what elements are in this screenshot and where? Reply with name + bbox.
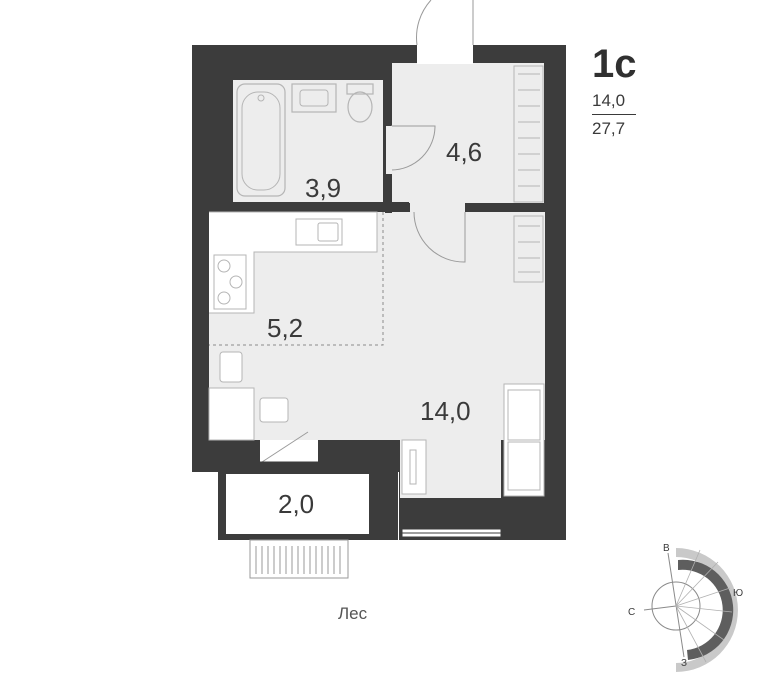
balcony-area-label: 2,0 xyxy=(278,489,314,519)
tv-stand xyxy=(401,439,427,495)
bathroom-floor xyxy=(233,80,383,202)
room-door xyxy=(413,211,466,263)
bathtub-drain xyxy=(257,94,265,102)
kitchen-area-label: 5,2 xyxy=(267,313,303,343)
entrance-door-swing xyxy=(416,0,432,46)
bathroom-area-label: 3,9 xyxy=(305,173,341,203)
apartment-summary: 1с 14,0 27,7 xyxy=(592,42,662,140)
sofa-cushion xyxy=(507,441,541,491)
balcony-door xyxy=(261,431,309,463)
bathroom-door xyxy=(390,125,436,171)
dining-table xyxy=(208,387,255,441)
compass-east: В xyxy=(663,543,670,554)
compass-circle xyxy=(651,581,701,631)
tv xyxy=(409,449,417,485)
balcony-door-gap xyxy=(260,440,318,462)
compass-rose: В Ю С З xyxy=(628,543,743,672)
stove-burner xyxy=(217,291,231,305)
bath-sink-bowl xyxy=(299,89,329,107)
compass-rays xyxy=(675,549,733,663)
chair xyxy=(259,397,289,423)
kitchen-sink-bowl xyxy=(317,222,339,242)
hall-floor xyxy=(392,63,544,203)
partition-bath-room xyxy=(209,202,409,212)
kitchen-counter xyxy=(209,211,378,314)
partition-hall-room xyxy=(465,203,545,211)
area-divider xyxy=(592,114,636,115)
toilet-bowl xyxy=(347,91,373,123)
kitchen-sink xyxy=(295,218,343,246)
kitchen-zone-boundary xyxy=(209,212,384,346)
bathtub xyxy=(236,83,286,197)
compass-north: С xyxy=(628,607,635,618)
forest-label: Лес xyxy=(338,604,368,623)
balcony-railing xyxy=(249,539,349,579)
bath-sink xyxy=(291,83,337,113)
stove xyxy=(213,254,247,310)
room-wardrobe-hangers xyxy=(518,225,540,273)
hall-area-label: 4,6 xyxy=(446,137,482,167)
toilet-tank xyxy=(346,83,374,95)
sofa-cushion xyxy=(507,389,541,441)
total-area: 27,7 xyxy=(592,119,626,138)
apartment-type: 1с xyxy=(592,42,637,86)
compass-south: Ю xyxy=(733,588,743,599)
balcony-railing-bars xyxy=(255,546,341,574)
entrance-opening xyxy=(417,40,473,64)
wardrobe-hangers xyxy=(518,73,540,187)
room-wardrobe xyxy=(513,215,544,283)
living-area-label: 14,0 xyxy=(420,396,471,426)
bathtub-inner xyxy=(241,91,281,191)
chair xyxy=(219,351,243,383)
compass-sun-arc xyxy=(678,559,734,660)
room-door-gap xyxy=(410,203,465,212)
compass-west: З xyxy=(681,658,687,669)
stove-burner xyxy=(217,259,231,273)
stove-burner xyxy=(229,275,243,289)
compass-needle xyxy=(643,605,677,611)
hall-wardrobe xyxy=(513,65,544,203)
balcony-floor xyxy=(226,474,369,534)
bathroom-door-gap xyxy=(386,126,392,174)
living-area: 14,0 xyxy=(592,91,626,110)
